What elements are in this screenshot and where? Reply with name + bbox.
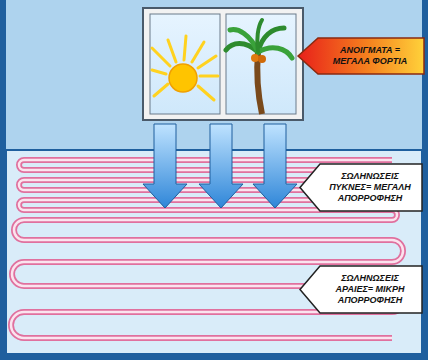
callout-outline	[300, 266, 422, 313]
heat-arrows	[143, 124, 297, 208]
sun	[152, 36, 218, 100]
callout-arrow: ΑΝΟΙΓΜΑΤΑ = ΜΕΓΑΛΑ ΦΟΡΤΙΑ	[298, 38, 424, 74]
window-pane	[226, 14, 296, 114]
callout-arrow: ΣΩΛΗΝΩΣΕΙΣ ΠΥΚΝΕΣ= ΜΕΓΑΛΗ ΑΠΟΡΡΟΦΗΣΗ	[300, 164, 422, 211]
palm-tree	[226, 20, 292, 114]
callout-outline	[298, 38, 424, 74]
callout-outline	[300, 164, 422, 211]
callout-text: ΣΩΛΗΝΩΣΕΙΣ ΠΥΚΝΕΣ= ΜΕΓΑΛΗ ΑΠΟΡΡΟΦΗΣΗ	[324, 171, 416, 203]
window-frame	[143, 8, 303, 120]
callout-text: ΣΩΛΗΝΩΣΕΙΣ ΑΡΑΙΕΣ= ΜΙΚΡΗ ΑΠΟΡΡΟΦΗΣΗ	[324, 273, 416, 305]
callout-arrow: ΣΩΛΗΝΩΣΕΙΣ ΑΡΑΙΕΣ= ΜΙΚΡΗ ΑΠΟΡΡΟΦΗΣΗ	[300, 266, 422, 313]
back-wall	[6, 0, 422, 354]
callout-text: ΑΝΟΙΓΜΑΤΑ = ΜΕΓΑΛΑ ΦΟΡΤΙΑ	[322, 45, 418, 67]
window-pane	[150, 14, 220, 114]
wall-edge	[6, 149, 40, 151]
